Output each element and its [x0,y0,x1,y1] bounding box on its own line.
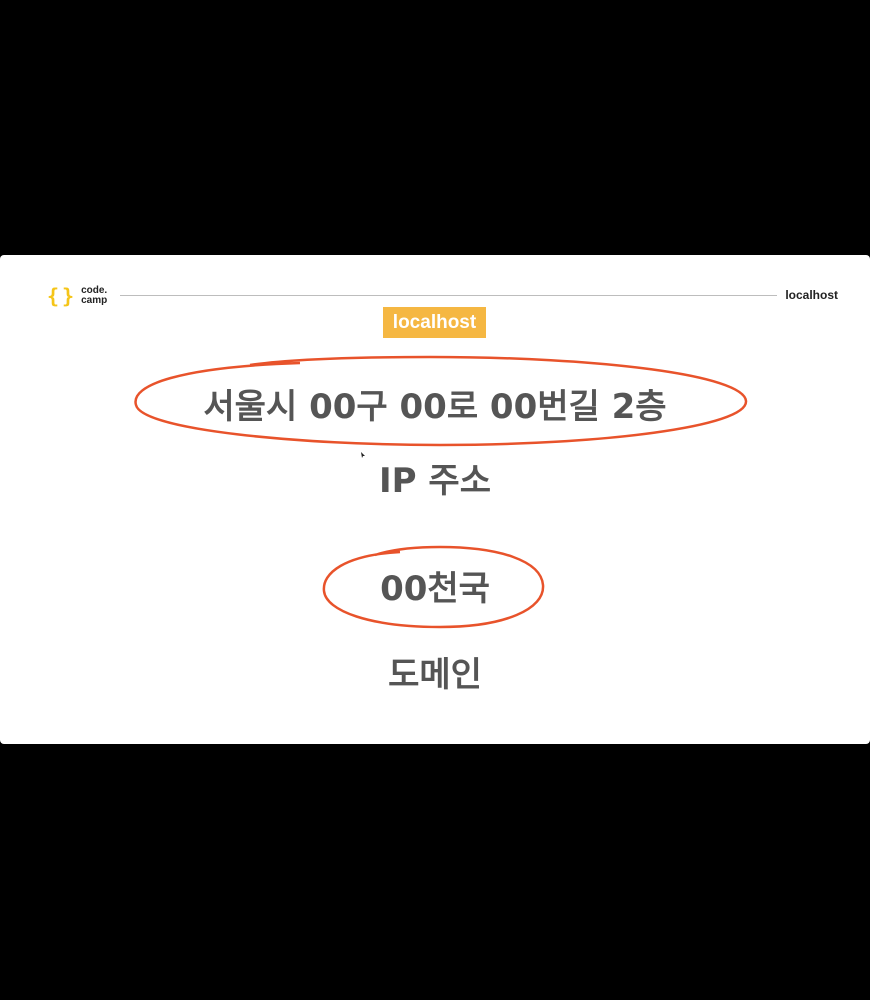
address-text: 서울시 00구 00로 00번길 2층 [203,387,667,427]
codecamp-logo: {} code. camp [47,284,107,308]
header-title: localhost [785,288,838,302]
logo-line-2: camp [81,295,108,306]
header-divider [120,295,777,296]
brace-icon: {} [47,284,78,308]
heaven-text: 00천국 [380,569,490,609]
logo-line-1: code. [81,285,108,296]
mouse-cursor-icon [361,452,365,458]
domain-label: 도메인 [388,655,482,695]
logo-text: code. camp [81,286,107,306]
localhost-tag: localhost [383,307,486,338]
ip-address-label: IP 주소 [379,461,491,501]
slide-header: {} code. camp localhost [0,255,870,325]
slide: {} code. camp localhost localhost 서울시 00… [0,255,870,744]
